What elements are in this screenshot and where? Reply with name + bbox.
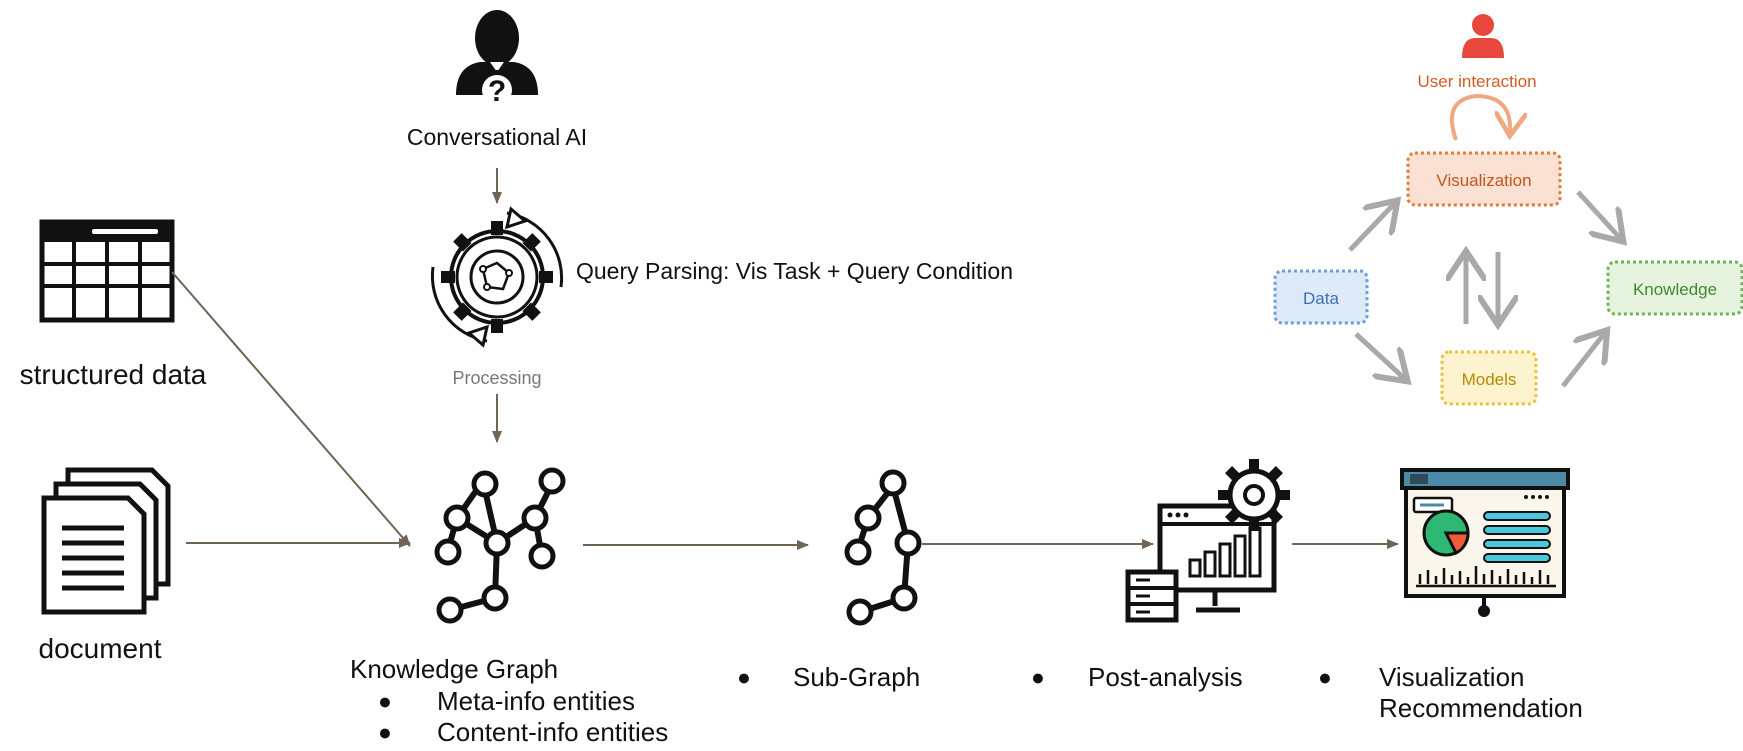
documents-icon — [41, 467, 171, 615]
arrow-table-to-kg — [171, 271, 411, 547]
arrow-data-to-vis — [1348, 204, 1394, 252]
subgraph-icon — [844, 469, 922, 626]
subgraph-bullet-symbol: ● — [737, 664, 751, 690]
query-parsing-label: Query Parsing: Vis Task + Query Conditio… — [576, 258, 1013, 284]
visualization-box — [1406, 151, 1562, 207]
kg-bullet-2-symbol: ● — [378, 719, 392, 745]
user-loop-arrow — [1450, 93, 1510, 141]
user-icon — [1462, 14, 1504, 58]
arrow-vis-to-knowledge — [1576, 190, 1620, 238]
models-box-label: Models — [1462, 370, 1517, 389]
vis-rec-line2: Recommendation — [1379, 693, 1583, 723]
document-label: document — [39, 633, 162, 664]
graph-icon — [434, 467, 566, 624]
analysis-bullet-symbol: ● — [1031, 664, 1045, 690]
arrow-models-to-knowledge — [1561, 334, 1604, 388]
knowledge-box — [1606, 260, 1743, 316]
kg-bullet-1-symbol: ● — [378, 688, 392, 714]
visualization-box-label: Visualization — [1436, 171, 1531, 190]
kg-bullet-1: Meta-info entities — [437, 686, 635, 716]
gear-cycle-icon — [430, 206, 564, 348]
knowledge-box-label: Knowledge — [1633, 280, 1717, 299]
vis-rec-line1: Visualization — [1379, 662, 1525, 692]
vis-bullet-symbol: ● — [1318, 664, 1332, 690]
post-analysis-label: Post-analysis — [1088, 662, 1243, 692]
user-interaction-label: User interaction — [1417, 72, 1536, 91]
table-icon — [39, 219, 175, 323]
arrow-data-to-models — [1354, 332, 1404, 378]
data-box — [1273, 269, 1369, 325]
conversational-ai-label: Conversational AI — [407, 124, 587, 150]
kg-title: Knowledge Graph — [350, 654, 558, 684]
svg-text:?: ? — [488, 75, 506, 108]
person-question-icon: ? — [456, 10, 538, 108]
models-box — [1440, 350, 1538, 406]
data-box-label: Data — [1303, 289, 1339, 308]
dashboard-icon — [1400, 468, 1570, 617]
subgraph-label: Sub-Graph — [793, 662, 920, 692]
kg-bullet-2: Content-info entities — [437, 717, 668, 746]
structured-data-label: structured data — [20, 359, 207, 390]
processing-label: Processing — [452, 368, 541, 388]
analytics-icon — [1125, 459, 1290, 623]
